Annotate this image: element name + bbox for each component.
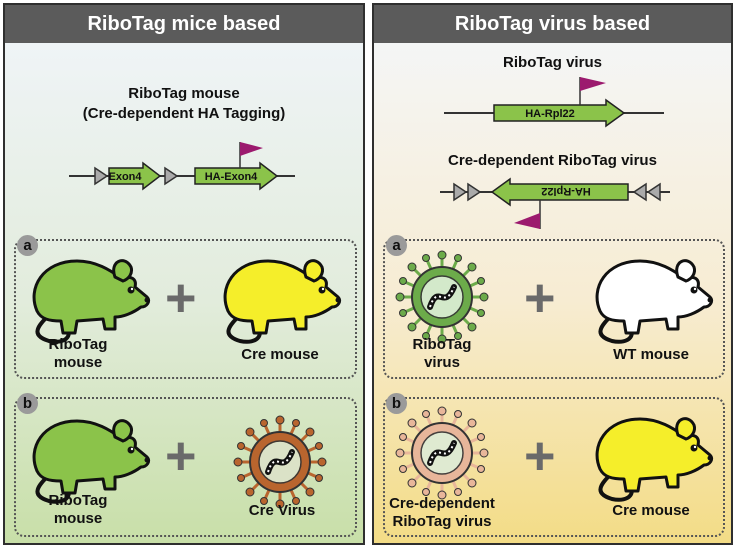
wt-mouse-icon: [595, 258, 715, 344]
cre-mouse-icon: [223, 258, 343, 344]
ribotag-mouse-construct: Exon4 HA-Exon4: [69, 142, 295, 191]
loxp-site-2: [164, 166, 179, 186]
ha-tag-flag: [580, 77, 606, 91]
loxp-site: [453, 182, 468, 202]
loxp-site: [632, 182, 647, 202]
ribotag-mouse-label-line2: mouse: [53, 510, 103, 527]
cre-dependent-virus-label-line2: RiboTag virus: [392, 513, 492, 530]
section-b-box: [14, 397, 357, 537]
ha-rpl22-label: HA-Rpl22: [525, 108, 575, 120]
cre-virus-label: Cre Virus: [248, 502, 316, 519]
ha-tag-flag: [240, 142, 263, 156]
section-a-badge: a: [386, 235, 407, 256]
construct2-title: Cre-dependent RiboTag virus: [448, 152, 657, 169]
plus-symbol: +: [524, 426, 556, 486]
ha-tag-flag: [514, 213, 540, 229]
ribotag-mouse-label-line2: mouse: [53, 354, 103, 371]
ribotag-mouse-label-line1: RiboTag: [48, 336, 108, 353]
plus-symbol: +: [165, 426, 197, 486]
ha-exon4-arrow: [194, 161, 279, 191]
inverted-ha-rpl22-label: HA-Rpl22: [541, 185, 591, 197]
construct1-title: RiboTag virus: [503, 54, 602, 71]
section-b-box: [383, 397, 725, 537]
ribotag-virus-label-line1: RiboTag: [412, 336, 472, 353]
wt-mouse-label: WT mouse: [613, 346, 689, 363]
panel-title: RiboTag mice based: [5, 5, 363, 43]
section-b-badge: b: [17, 393, 38, 414]
inverted-ha-rpl22-arrow: [490, 177, 629, 207]
exon4-label: Exon4: [108, 171, 142, 183]
cre-dependent-ribotag-virus-icon: [397, 408, 487, 498]
ribotag-mouse-icon: [32, 258, 152, 344]
ribotag-mice-panel: RiboTag mice based RiboTag mouse (Cre-de…: [3, 3, 365, 545]
loxp-site-1: [94, 166, 109, 186]
section-a-box: [383, 239, 725, 379]
ribotag-virus-panel: RiboTag virus based RiboTag virus HA-Rpl…: [372, 3, 733, 545]
plus-symbol: +: [165, 268, 197, 328]
ribotag-virus-label-line2: virus: [424, 354, 460, 371]
cre-mouse-icon: [595, 416, 715, 502]
plus-symbol: +: [524, 268, 556, 328]
cre-virus-icon: [235, 417, 325, 507]
construct-title-line1: RiboTag mouse: [128, 85, 240, 102]
exon4-arrow: [108, 161, 162, 191]
cre-mouse-label: Cre mouse: [241, 346, 319, 363]
section-b-badge: b: [386, 393, 407, 414]
cre-dependent-ribotag-construct: HA-Rpl22: [440, 177, 670, 229]
ha-rpl22-arrow: [493, 98, 626, 128]
panel-title: RiboTag virus based: [374, 5, 731, 43]
loxp-site: [467, 182, 482, 202]
section-a-badge: a: [17, 235, 38, 256]
cre-mouse-label: Cre mouse: [612, 502, 690, 519]
ribotag-mouse-label-line1: RiboTag: [48, 492, 108, 509]
section-a-box: [14, 239, 357, 379]
loxp-site: [646, 182, 661, 202]
ribotag-virus-icon: [397, 252, 487, 342]
ribotag-virus-construct: HA-Rpl22: [444, 77, 664, 128]
ha-exon4-label: HA-Exon4: [205, 171, 258, 183]
cre-dependent-virus-label-line1: Cre-dependent: [389, 495, 495, 512]
construct-title-line2: (Cre-dependent HA Tagging): [82, 105, 286, 122]
